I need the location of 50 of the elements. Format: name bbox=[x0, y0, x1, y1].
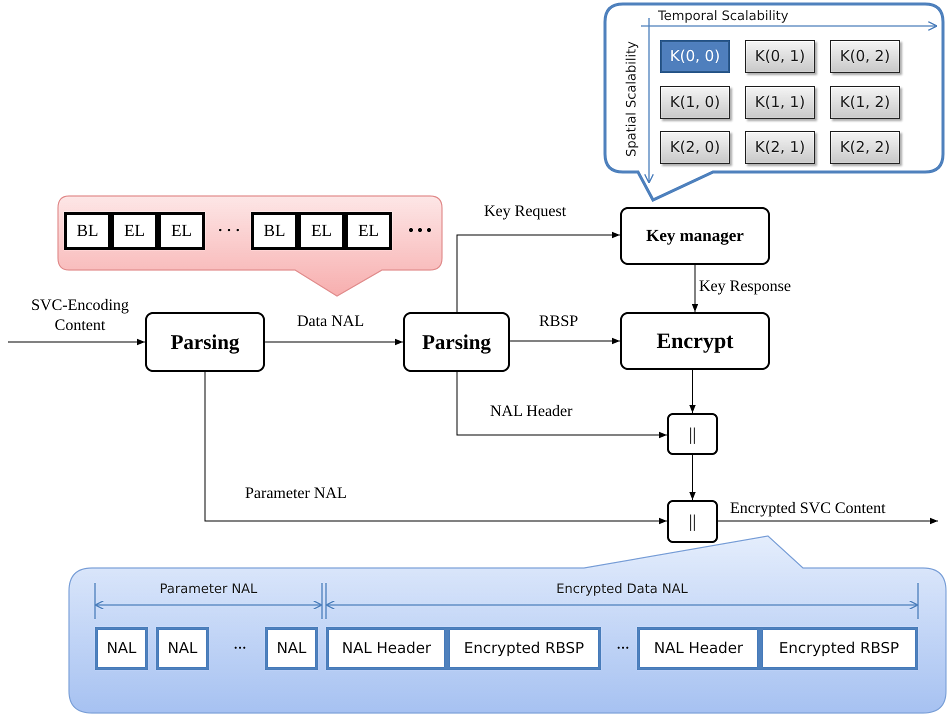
arrow bbox=[456, 232, 620, 312]
callout bbox=[68, 533, 947, 715]
arrow bbox=[718, 518, 938, 524]
nal-cell: NAL bbox=[156, 627, 209, 670]
arrow bbox=[204, 372, 668, 524]
ellipsis: · · · bbox=[218, 222, 240, 241]
nal-cell: Encrypted RBSP bbox=[760, 627, 918, 670]
layer-cell: EL bbox=[345, 212, 392, 250]
axis-label: Spatial Scalability bbox=[624, 41, 640, 157]
key-cell: K(1, 2) bbox=[830, 86, 900, 119]
arrow bbox=[689, 454, 696, 500]
callout bbox=[57, 195, 444, 298]
ellipsis: ··· bbox=[234, 639, 246, 657]
key-cell: K(2, 0) bbox=[660, 131, 730, 164]
layer-cell: EL bbox=[111, 212, 158, 250]
axis-label: Temporal Scalability bbox=[658, 9, 788, 24]
ellipsis: • • • bbox=[408, 222, 432, 241]
process-box: Key manager bbox=[620, 207, 770, 265]
key-cell: K(1, 0) bbox=[660, 86, 730, 119]
arrow bbox=[456, 372, 668, 438]
arrow bbox=[689, 370, 696, 414]
arrow bbox=[8, 338, 146, 346]
dimension-label: Encrypted Data NAL bbox=[555, 582, 689, 597]
arrow bbox=[510, 338, 620, 344]
process-box: Parsing bbox=[403, 312, 510, 372]
nal-cell: NAL bbox=[95, 627, 148, 670]
dimension-label: Parameter NAL bbox=[158, 582, 258, 597]
arrow bbox=[692, 264, 698, 312]
layer-cell: BL bbox=[251, 212, 298, 250]
concatenation-box: || bbox=[667, 413, 718, 455]
edge-label: Encrypted SVC Content bbox=[728, 499, 888, 519]
ellipsis: ··· bbox=[616, 639, 630, 657]
key-cell: K(2, 2) bbox=[830, 131, 900, 164]
key-cell: K(2, 1) bbox=[745, 131, 815, 164]
arrow bbox=[264, 338, 404, 346]
key-cell: K(0, 1) bbox=[745, 40, 815, 73]
nal-cell: NAL Header bbox=[637, 627, 760, 670]
layer-cell: EL bbox=[158, 212, 205, 250]
nal-cell: NAL Header bbox=[326, 627, 447, 670]
callout bbox=[603, 2, 945, 202]
key-cell: K(1, 1) bbox=[745, 86, 815, 119]
key-cell: K(0, 0) bbox=[660, 40, 730, 73]
key-cell: K(0, 2) bbox=[830, 40, 900, 73]
process-box: Parsing bbox=[145, 312, 265, 372]
nal-cell: Encrypted RBSP bbox=[447, 627, 601, 670]
nal-cell: NAL bbox=[265, 627, 318, 670]
concatenation-box: || bbox=[667, 500, 718, 543]
process-box: Encrypt bbox=[620, 312, 770, 370]
layer-cell: EL bbox=[298, 212, 345, 250]
layer-cell: BL bbox=[64, 212, 111, 250]
